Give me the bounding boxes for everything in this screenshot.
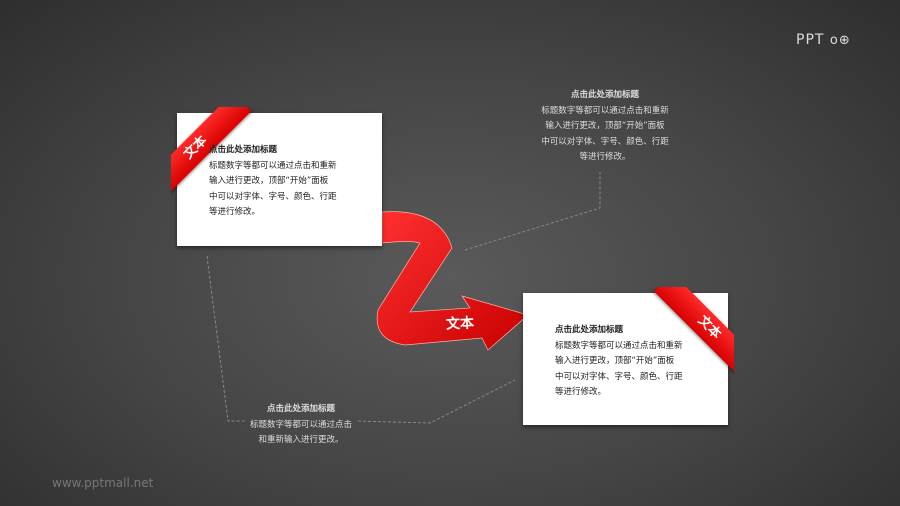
- dashed-connector: [464, 172, 601, 251]
- card-line: 中可以对字体、字号、颜色、行距: [555, 371, 683, 382]
- logo: PPT o⊕: [796, 32, 851, 48]
- card-line: 标题数字等都可以通过点击和重新: [209, 160, 337, 171]
- card-title: 点击此处添加标题: [209, 145, 278, 155]
- card-line: 等进行修改。: [209, 207, 261, 217]
- ribbon-arrow: [376, 211, 529, 351]
- text-card-2: 文本 点击此处添加标题 标题数字等都可以通过点击和重新 输入进行更改，顶部“开始…: [523, 287, 734, 425]
- note-top-right: 点击此处添加标题 标题数字等都可以通过点击和重新 输入进行更改，顶部“开始”面板…: [520, 88, 690, 166]
- card-line: 输入进行更改，顶部“开始”面板: [555, 356, 675, 366]
- card-line: 输入进行更改，顶部“开始”面板: [209, 176, 329, 186]
- dashed-connector: [206, 255, 245, 422]
- note-line: 和重新输入进行更改。: [258, 435, 344, 445]
- note-line: 等进行修改。: [579, 152, 631, 162]
- note-bottom-left: 点击此处添加标题 标题数字等都可以通过点击 和重新输入进行更改。: [240, 402, 362, 449]
- dashed-connector: [357, 379, 516, 424]
- card-title: 点击此处添加标题: [555, 325, 624, 335]
- logo-mark-icon: o⊕: [829, 33, 851, 48]
- note-title: 点击此处添加标题: [266, 404, 335, 414]
- text-card-1: 文本 点击此处添加标题 标题数字等都可以通过点击和重新 输入进行更改，顶部“开始…: [171, 107, 382, 246]
- card-line: 中可以对字体、字号、颜色、行距: [209, 191, 337, 202]
- footer-watermark: www.pptmall.net: [52, 476, 154, 490]
- note-title: 点击此处添加标题: [570, 90, 639, 100]
- note-line: 输入进行更改，顶部“开始”面板: [545, 121, 665, 131]
- note-line: 标题数字等都可以通过点击和重新: [541, 105, 669, 116]
- card-line: 等进行修改。: [555, 387, 607, 397]
- arrow-label: 文本: [445, 315, 475, 333]
- note-line: 中可以对字体、字号、颜色、行距: [541, 136, 669, 147]
- card-line: 标题数字等都可以通过点击和重新: [555, 340, 683, 351]
- note-line: 标题数字等都可以通过点击: [249, 419, 352, 430]
- logo-text: PPT: [796, 32, 825, 48]
